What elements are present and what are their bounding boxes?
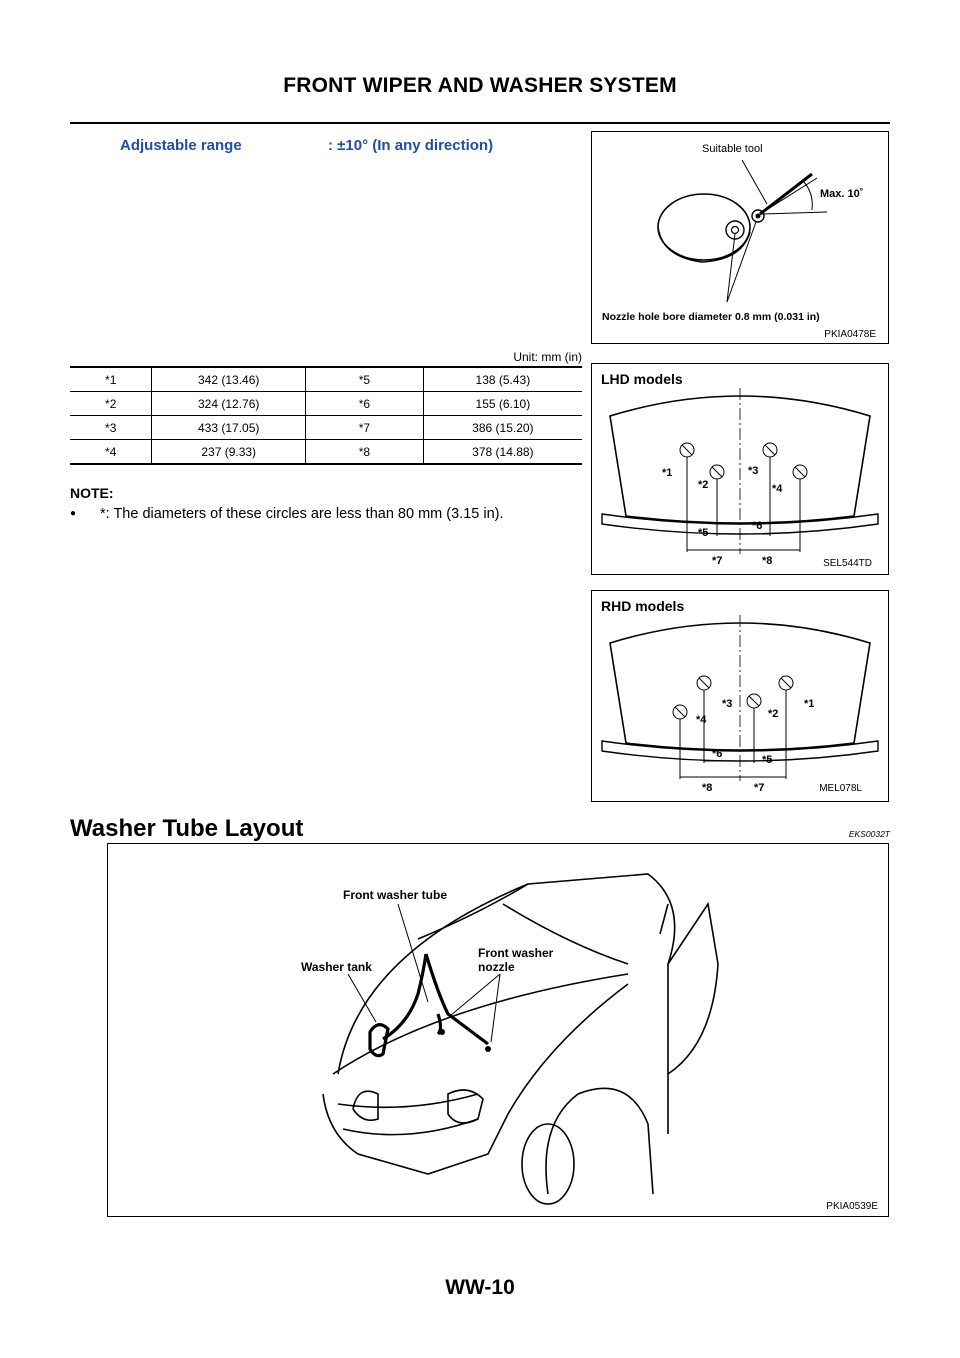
vehicle-washer-drawing: Front washer tube Washer tank Front wash… — [301, 873, 878, 1212]
svg-text:*5: *5 — [698, 527, 708, 539]
unit-label: Unit: mm (in) — [513, 350, 582, 364]
adjustable-range-value: : ±10° (In any direction) — [328, 137, 494, 154]
figure-code: PKIA0478E — [824, 329, 876, 340]
adjustable-range-label: Adjustable range — [120, 137, 242, 154]
header-rule — [70, 122, 890, 124]
table-cell: *7 — [305, 415, 424, 440]
lhd-title: LHD models — [601, 371, 683, 387]
table-cell: *2 — [70, 391, 152, 416]
table-cell: *8 — [305, 439, 424, 465]
svg-text:*5: *5 — [762, 754, 772, 766]
note-item: ● *: The diameters of these circles are l… — [70, 506, 590, 522]
svg-text:*8: *8 — [702, 782, 712, 794]
section-title: Washer Tube Layout — [70, 815, 304, 842]
table-cell: 342 (13.46) — [151, 366, 306, 392]
table-cell: 378 (14.88) — [422, 439, 582, 465]
max-angle-label: Max. 10˚ — [820, 188, 863, 200]
bullet-icon: ● — [70, 508, 77, 519]
svg-text:*3: *3 — [748, 465, 758, 477]
table-cell: 138 (5.43) — [422, 366, 582, 392]
note-label: NOTE: — [70, 485, 114, 501]
note-text: *: The diameters of these circles are le… — [100, 506, 504, 522]
table-cell: *1 — [70, 366, 152, 392]
nozzle-adjust-figure: Suitable tool Max. 10˚ Nozzle hole bore … — [591, 131, 889, 344]
svg-text:*4: *4 — [696, 714, 707, 726]
nozzle-adjust-drawing: Suitable tool Max. 10˚ Nozzle hole bore … — [602, 143, 876, 340]
table-row: *3 433 (17.05) *7 386 (15.20) — [70, 415, 582, 440]
table-cell: 386 (15.20) — [422, 415, 582, 440]
svg-text:*7: *7 — [754, 782, 764, 794]
svg-text:*4: *4 — [772, 483, 783, 495]
washer-tube-figure: Front washer tube Washer tank Front wash… — [107, 843, 889, 1217]
table-cell: 155 (6.10) — [422, 391, 582, 416]
rhd-title: RHD models — [601, 598, 684, 614]
car-figure-code: PKIA0539E — [826, 1201, 878, 1212]
table-row: *4 237 (9.33) *8 378 (14.88) — [70, 439, 582, 465]
rhd-windshield-drawing: RHD models *1 *2 *3 *4 *5 *6 *7 *8 MEL078L — [601, 598, 879, 794]
page-number: WW-10 — [445, 1276, 515, 1299]
rhd-figure-code: MEL078L — [819, 783, 862, 794]
svg-text:*2: *2 — [768, 708, 778, 720]
svg-text:*8: *8 — [762, 555, 772, 567]
front-washer-nozzle-label-1: Front washer — [478, 946, 554, 960]
table-cell: 324 (12.76) — [151, 391, 306, 416]
page-title: FRONT WIPER AND WASHER SYSTEM — [283, 74, 677, 97]
svg-text:*3: *3 — [722, 698, 732, 710]
svg-text:*1: *1 — [804, 698, 814, 710]
table-cell: *6 — [305, 391, 424, 416]
table-cell: *3 — [70, 415, 152, 440]
svg-text:*6: *6 — [752, 520, 762, 532]
rhd-models-figure: RHD models *1 *2 *3 *4 *5 *6 *7 *8 MEL078L — [591, 590, 889, 802]
table-row: *2 324 (12.76) *6 155 (6.10) — [70, 391, 582, 416]
svg-text:*6: *6 — [712, 748, 722, 760]
table-row: *1 342 (13.46) *5 138 (5.43) — [70, 366, 582, 392]
lhd-models-figure: LHD models *1 *2 *3 *4 *5 *6 *7 *8 SEL544TD — [591, 363, 889, 575]
lhd-windshield-drawing: LHD models *1 *2 *3 *4 *5 *6 *7 *8 SEL544TD — [601, 371, 879, 569]
table-cell: 433 (17.05) — [151, 415, 306, 440]
nozzle-bore-label: Nozzle hole bore diameter 0.8 mm (0.031 … — [602, 311, 820, 323]
section-code: EKS0032T — [848, 829, 890, 839]
table-cell: *5 — [305, 366, 424, 392]
front-washer-tube-label: Front washer tube — [343, 888, 447, 902]
spray-position-table: *1 342 (13.46) *5 138 (5.43) *2 324 (12.… — [70, 366, 582, 465]
table-cell: 237 (9.33) — [151, 439, 306, 465]
svg-text:*1: *1 — [662, 467, 672, 479]
svg-text:*7: *7 — [712, 555, 722, 567]
table-cell: *4 — [70, 439, 152, 465]
washer-tank-label: Washer tank — [301, 960, 372, 974]
lhd-figure-code: SEL544TD — [823, 558, 872, 569]
suitable-tool-label: Suitable tool — [702, 143, 763, 155]
svg-text:*2: *2 — [698, 479, 708, 491]
front-washer-nozzle-label-2: nozzle — [478, 960, 515, 974]
